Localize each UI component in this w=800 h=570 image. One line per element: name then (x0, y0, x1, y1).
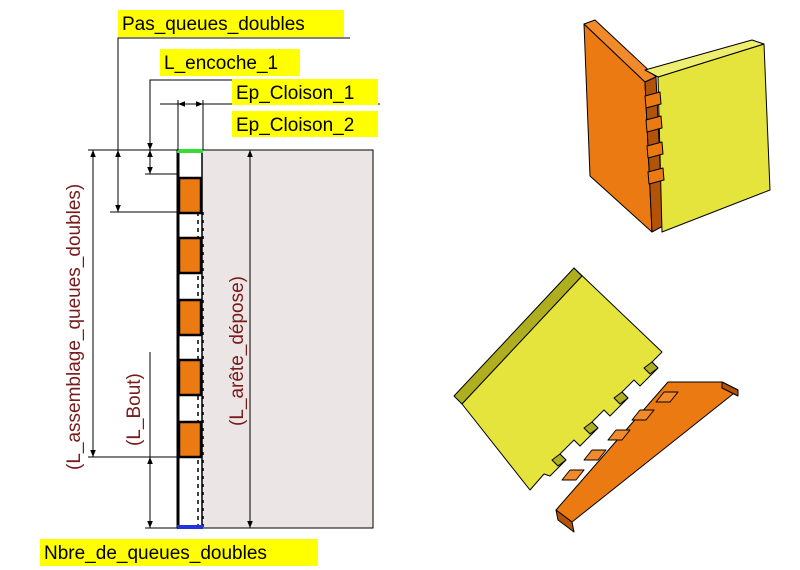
strip-tenon (561, 469, 585, 481)
strip-tenon (655, 391, 679, 403)
notch-shade (643, 361, 659, 375)
label-nbre-de-queues-doubles: Nbre_de_queues_doubles (40, 539, 318, 566)
tenon-notch (647, 167, 665, 185)
label-ep-cloison-1: Ep_Cloison_1 (232, 79, 378, 105)
tenon-block (177, 420, 203, 459)
label-text: Nbre_de_queues_doubles (44, 543, 267, 564)
label-text: Ep_Cloison_2 (236, 115, 354, 136)
label-highlight (232, 79, 378, 105)
label-l-encoche-1: L_encoche_1 (160, 49, 300, 76)
label-l-arete-depose: (L_arête_dépose) (227, 276, 248, 426)
label-pas-queues-doubles: Pas_queues_doubles (118, 10, 344, 37)
label-highlight (40, 539, 318, 566)
exploded-joint-3d (453, 267, 739, 533)
notch-shade (613, 391, 629, 405)
label-ep-cloison-2: Ep_Cloison_2 (232, 111, 378, 137)
section-view (176, 149, 374, 529)
tenon-notch (645, 115, 663, 133)
label-highlight (118, 10, 344, 37)
orange-strip-front (555, 509, 575, 533)
tenon-block (177, 236, 203, 275)
yellow-board-top (644, 39, 765, 78)
label-l-assemblage: (L_assemblage_queues_doubles) (64, 184, 85, 470)
tenon-block (177, 358, 203, 397)
partition-panel (177, 149, 374, 529)
label-text: L_encoche_1 (164, 53, 278, 74)
assembled-joint-3d (583, 19, 771, 233)
strip-tenon (583, 449, 607, 461)
label-text: Pas_queues_doubles (122, 14, 305, 35)
tenon-notch (644, 91, 662, 109)
label-highlight (160, 49, 300, 76)
tenon-block (177, 176, 203, 215)
orange-strip-end (721, 381, 739, 397)
label-highlight (232, 111, 378, 137)
tenon-block (177, 298, 203, 337)
orange-strip-top (555, 381, 739, 523)
label-l-bout: (L_Bout) (124, 373, 145, 446)
strip-tenon (607, 429, 631, 441)
strip-tenon (631, 409, 655, 421)
tenon-notch (646, 141, 664, 159)
notch-shade (551, 453, 567, 467)
notch-shade (583, 421, 599, 435)
label-text: Ep_Cloison_1 (236, 83, 354, 104)
